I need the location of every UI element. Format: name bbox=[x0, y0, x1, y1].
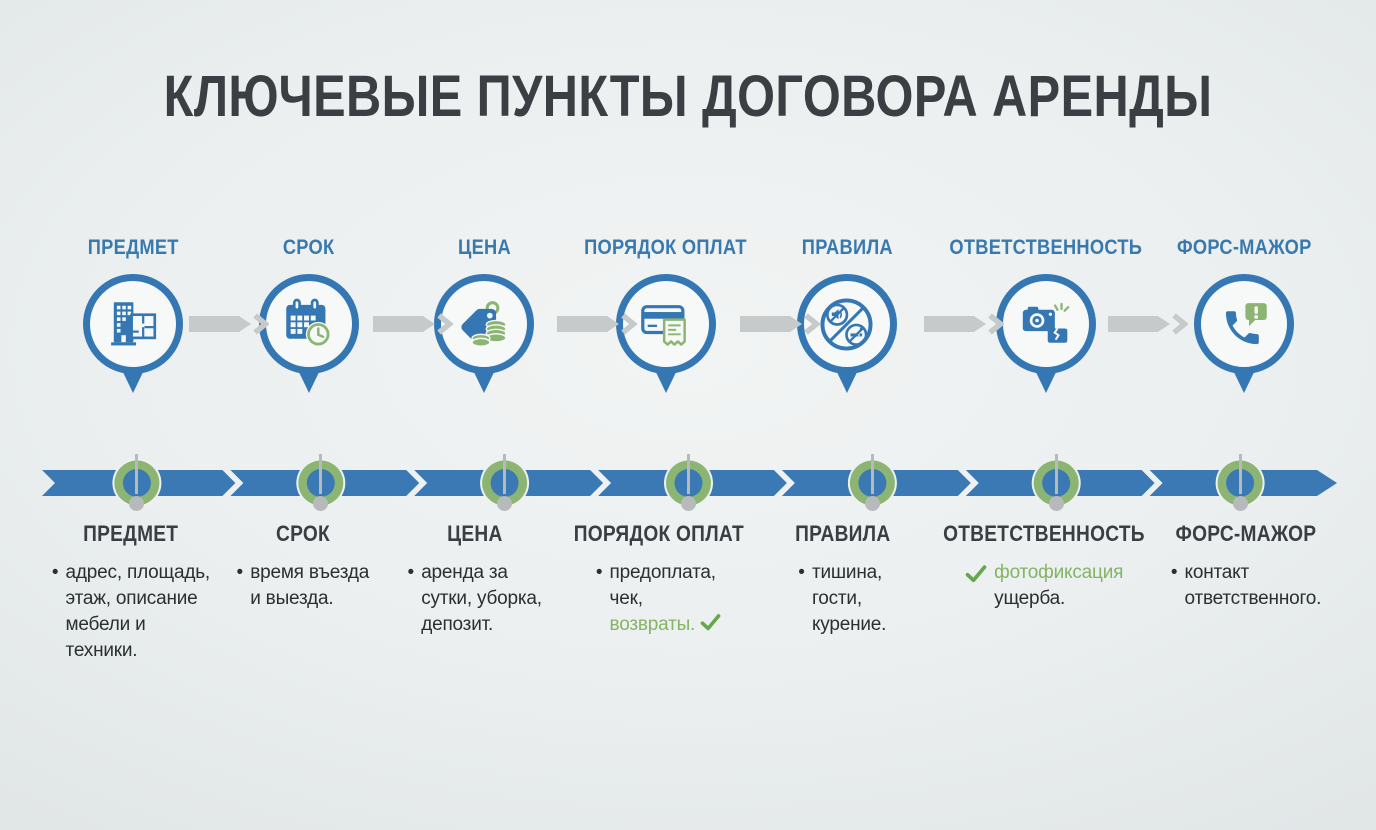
top-label: СРОК bbox=[282, 236, 335, 259]
bullet-item: • тишина, гости, курение. bbox=[798, 560, 886, 638]
bullet-item: • аренда за сутки, уборка, депозит. bbox=[407, 560, 543, 638]
section-heading: ПРЕДМЕТ bbox=[83, 521, 179, 546]
stem-dot bbox=[1232, 496, 1248, 511]
bullet-text-dark: ущерба. bbox=[994, 588, 1066, 609]
bullet-item: • предоплата, чек, возвраты. bbox=[596, 560, 721, 638]
column-predmet-top: ПРЕДМЕТ bbox=[45, 236, 221, 394]
section-heading: ФОРС-МАЖОР bbox=[1175, 521, 1317, 546]
stem-line bbox=[686, 454, 690, 494]
section-heading: ЦЕНА bbox=[446, 521, 503, 546]
top-label: ЦЕНА bbox=[457, 236, 511, 259]
section-heading: СРОК bbox=[275, 521, 330, 546]
arrow-connector bbox=[924, 313, 1005, 335]
pin-circle bbox=[258, 274, 359, 374]
stem-dot bbox=[864, 496, 880, 511]
bullet-text: предоплата, чек, возвраты. bbox=[610, 560, 722, 638]
price-tag-coins-icon bbox=[461, 300, 507, 347]
bullet-dot: • bbox=[595, 562, 603, 583]
map-pin-marker bbox=[257, 274, 361, 394]
stems-row bbox=[0, 454, 1376, 511]
top-label: ФОРС-МАЖОР bbox=[1176, 236, 1312, 259]
column-fors-mazhor-bottom: ФОРС-МАЖОР • контакт ответственного. bbox=[1160, 521, 1332, 664]
bullet-dot: • bbox=[236, 562, 244, 583]
stem-line bbox=[1238, 454, 1242, 494]
calendar-clock-icon bbox=[286, 298, 331, 347]
bullet-text: время въезда и выезда. bbox=[250, 562, 370, 609]
stem-dot bbox=[1048, 496, 1064, 511]
arrow-connector bbox=[1108, 313, 1189, 335]
column-otvetstvennost-top: ОТВЕТСТВЕННОСТЬ bbox=[935, 236, 1157, 394]
column-otvetstvennost-bottom: ОТВЕТСТВЕННОСТЬ фотофиксация ущерба. bbox=[928, 521, 1160, 664]
camera-damage-icon bbox=[1022, 302, 1070, 343]
card-receipt-icon bbox=[641, 304, 686, 346]
check-icon bbox=[965, 565, 987, 583]
timeline-node bbox=[1031, 458, 1081, 508]
bullet-text-green: возвраты. bbox=[609, 614, 696, 635]
bullet-dot: • bbox=[51, 562, 59, 583]
arrow-connector bbox=[556, 313, 637, 335]
stem-line bbox=[319, 454, 323, 494]
column-cena-bottom: ЦЕНА • аренда за сутки, уборка, депозит. bbox=[389, 521, 561, 664]
stem-line bbox=[135, 454, 139, 494]
section-heading: ПРАВИЛА bbox=[794, 521, 890, 546]
bullet-text-dark: предоплата, чек, bbox=[609, 562, 717, 609]
arrow-connector bbox=[188, 313, 269, 335]
bullet-item: • адрес, площадь, этаж, описание мебели … bbox=[52, 560, 210, 664]
bullet-text: аренда за сутки, уборка, депозит. bbox=[421, 562, 542, 635]
stem-line bbox=[503, 454, 507, 494]
column-pravila-bottom: ПРАВИЛА • тишина, гости, курение. bbox=[756, 521, 928, 664]
bullet-text: адрес, площадь, этаж, описание мебели и … bbox=[65, 562, 211, 661]
no-noise-no-smoking-icon bbox=[820, 297, 873, 351]
bullet-dot: • bbox=[1170, 562, 1178, 583]
column-fors-mazhor-top: ФОРС-МАЖОР bbox=[1156, 236, 1332, 394]
stem-dot bbox=[497, 496, 513, 511]
details-row: ПРЕДМЕТ • адрес, площадь, этаж, описание… bbox=[0, 521, 1376, 664]
bullet-text: фотофиксация ущерба. bbox=[994, 560, 1123, 612]
bullet-text-green: фотофиксация bbox=[994, 562, 1124, 583]
bullet-dot: • bbox=[407, 562, 415, 583]
stem-dot bbox=[129, 496, 145, 511]
stem-dot bbox=[680, 496, 696, 511]
bullet-text: тишина, гости, курение. bbox=[811, 562, 887, 635]
top-label: ПРЕДМЕТ bbox=[87, 236, 179, 259]
column-srok-bottom: СРОК • время въезда и выезда. bbox=[217, 521, 389, 664]
arrow-connector bbox=[372, 313, 453, 335]
map-pin-marker bbox=[1192, 274, 1296, 394]
pin-circle bbox=[1194, 274, 1295, 374]
check-icon bbox=[700, 614, 721, 631]
section-heading: ОТВЕТСТВЕННОСТЬ bbox=[943, 521, 1146, 546]
bullet-dot: • bbox=[798, 562, 805, 583]
page-title: КЛЮЧЕВЫЕ ПУНКТЫ ДОГОВОРА АРЕНДЫ bbox=[163, 64, 1213, 129]
infographic-page: КЛЮЧЕВЫЕ ПУНКТЫ ДОГОВОРА АРЕНДЫ ПРЕДМЕТ bbox=[0, 62, 1376, 830]
pin-circle bbox=[82, 274, 183, 374]
section-heading: ПОРЯДОК ОПЛАТ bbox=[573, 521, 744, 546]
bullet-item: • контакт ответственного. bbox=[1170, 560, 1322, 612]
column-oplata-bottom: ПОРЯДОК ОПЛАТ • предоплата, чек, возврат… bbox=[561, 521, 757, 664]
bullet-item: • время въезда и выезда. bbox=[237, 560, 370, 612]
arrow-connector bbox=[740, 313, 821, 335]
building-icon bbox=[111, 301, 157, 345]
top-label: ОТВЕТСТВЕННОСТЬ bbox=[949, 236, 1142, 259]
bullet-item: фотофиксация ущерба. bbox=[965, 560, 1123, 612]
stem-dot bbox=[313, 496, 329, 511]
bullet-text: контакт ответственного. bbox=[1184, 562, 1322, 609]
column-predmet-bottom: ПРЕДМЕТ • адрес, площадь, этаж, описание… bbox=[45, 521, 217, 664]
top-label: ПОРЯДОК ОПЛАТ bbox=[584, 236, 747, 259]
map-pin-marker bbox=[81, 274, 185, 394]
stem-line bbox=[1054, 454, 1058, 494]
pin-circle bbox=[995, 274, 1096, 374]
top-label: ПРАВИЛА bbox=[801, 236, 893, 259]
column-srok-top: СРОК bbox=[221, 236, 397, 394]
stem-line bbox=[870, 454, 874, 494]
phone-alert-icon bbox=[1225, 302, 1267, 344]
map-pin-marker bbox=[994, 274, 1098, 394]
icon-row: ПРЕДМЕТ bbox=[0, 236, 1376, 394]
